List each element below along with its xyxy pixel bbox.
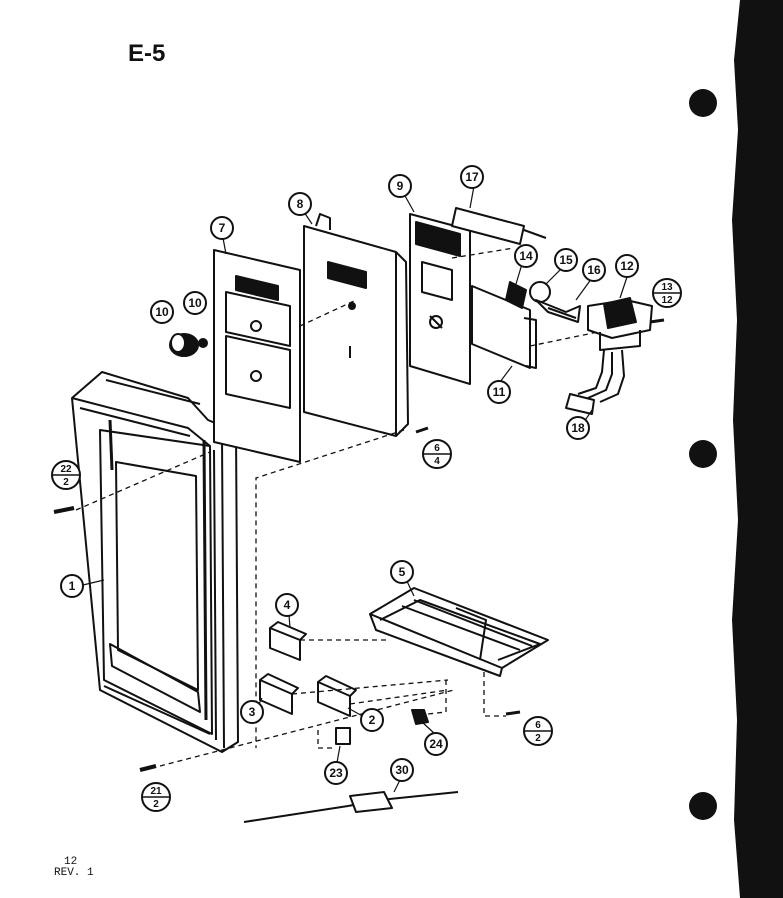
part-relay-components (505, 281, 581, 323)
part-clip-23 (335, 727, 351, 745)
svg-text:4: 4 (434, 456, 440, 467)
callout-30: 30 (390, 758, 414, 782)
assembly-line (483, 672, 506, 717)
screw (505, 710, 521, 716)
part-transformer (587, 297, 653, 351)
svg-text:12: 12 (661, 295, 673, 306)
scan-edge-rough (732, 0, 740, 898)
binder-hole (689, 440, 717, 468)
svg-text:8: 8 (297, 197, 304, 211)
callout-18: 18 (566, 416, 590, 440)
svg-text:17: 17 (465, 170, 479, 184)
assembly-line (451, 247, 515, 259)
callout-11: 11 (487, 380, 511, 404)
assembly-line (427, 680, 447, 715)
svg-text:3: 3 (249, 705, 256, 719)
callout-15: 15 (554, 248, 578, 272)
callout-10: 10 (150, 300, 174, 324)
assembly-line (255, 429, 405, 748)
part-switch-2 (317, 675, 357, 717)
part-bracket (471, 285, 537, 369)
callout-9: 9 (388, 174, 412, 198)
binder-hole (689, 89, 717, 117)
svg-text:22: 22 (60, 464, 72, 475)
callout-24: 24 (424, 732, 448, 756)
part-circuit-board (409, 213, 471, 385)
page-title: E-5 (128, 40, 166, 67)
part-control-plate (303, 213, 409, 437)
svg-text:13: 13 (661, 282, 673, 293)
revision-label: REV. 1 (54, 867, 94, 879)
screw (415, 426, 429, 434)
callout-3: 3 (240, 700, 264, 724)
part-switch-frame (369, 587, 549, 677)
svg-text:24: 24 (429, 737, 443, 751)
callout-17: 17 (460, 165, 484, 189)
callout-12: 12 (615, 254, 639, 278)
assembly-line (159, 689, 455, 767)
svg-text:7: 7 (219, 221, 226, 235)
svg-text:12: 12 (620, 259, 634, 273)
callout-10: 10 (183, 291, 207, 315)
svg-text:4: 4 (284, 598, 291, 612)
svg-text:23: 23 (329, 766, 343, 780)
part-switch-4 (269, 621, 307, 661)
assembly-line (349, 689, 449, 705)
svg-text:6: 6 (434, 443, 440, 454)
screw (53, 506, 75, 514)
part-front-panel (213, 249, 301, 463)
svg-text:9: 9 (397, 179, 404, 193)
svg-text:2: 2 (153, 799, 159, 810)
assembly-line (317, 730, 336, 749)
part-cord (243, 791, 459, 823)
binder-hole (689, 792, 717, 820)
screw (649, 318, 665, 324)
assembly-line (291, 679, 449, 695)
svg-text:30: 30 (395, 763, 409, 777)
svg-text:2: 2 (63, 477, 69, 488)
callout-fraction-13-12: 13 12 (652, 278, 682, 308)
svg-text:10: 10 (188, 296, 202, 310)
callout-16: 16 (582, 258, 606, 282)
svg-text:10: 10 (155, 305, 169, 319)
callout-7: 7 (210, 216, 234, 240)
svg-text:15: 15 (559, 253, 573, 267)
callout-fraction-6-2: 6 2 (523, 716, 553, 746)
callout-fraction-21-2: 21 2 (141, 782, 171, 812)
assembly-line (529, 331, 599, 347)
callout-fraction-6-4: 6 4 (422, 439, 452, 469)
svg-text:2: 2 (369, 713, 376, 727)
svg-text:14: 14 (519, 249, 533, 263)
svg-text:21: 21 (150, 786, 162, 797)
callout-4: 4 (275, 593, 299, 617)
part-wire-harness (565, 349, 625, 415)
callout-fraction-22-2: 22 2 (51, 460, 81, 490)
assembly-line (75, 451, 211, 511)
part-knob (169, 333, 208, 357)
assembly-line (299, 299, 357, 327)
svg-text:16: 16 (587, 263, 601, 277)
svg-text:6: 6 (535, 720, 541, 731)
page-number: 12 (64, 856, 78, 868)
callout-5: 5 (390, 560, 414, 584)
callout-23: 23 (324, 761, 348, 785)
callout-14: 14 (514, 244, 538, 268)
svg-text:11: 11 (493, 385, 506, 399)
part-switch-3 (259, 673, 299, 715)
part-clip-24 (411, 709, 429, 725)
svg-text:1: 1 (69, 579, 76, 593)
scan-edge (740, 0, 783, 898)
callout-2: 2 (360, 708, 384, 732)
svg-text:5: 5 (399, 565, 406, 579)
part-sheet (451, 207, 547, 245)
svg-text:18: 18 (571, 421, 585, 435)
callout-8: 8 (288, 192, 312, 216)
svg-text:2: 2 (535, 733, 541, 744)
callout-1: 1 (60, 574, 84, 598)
screw (139, 764, 157, 772)
